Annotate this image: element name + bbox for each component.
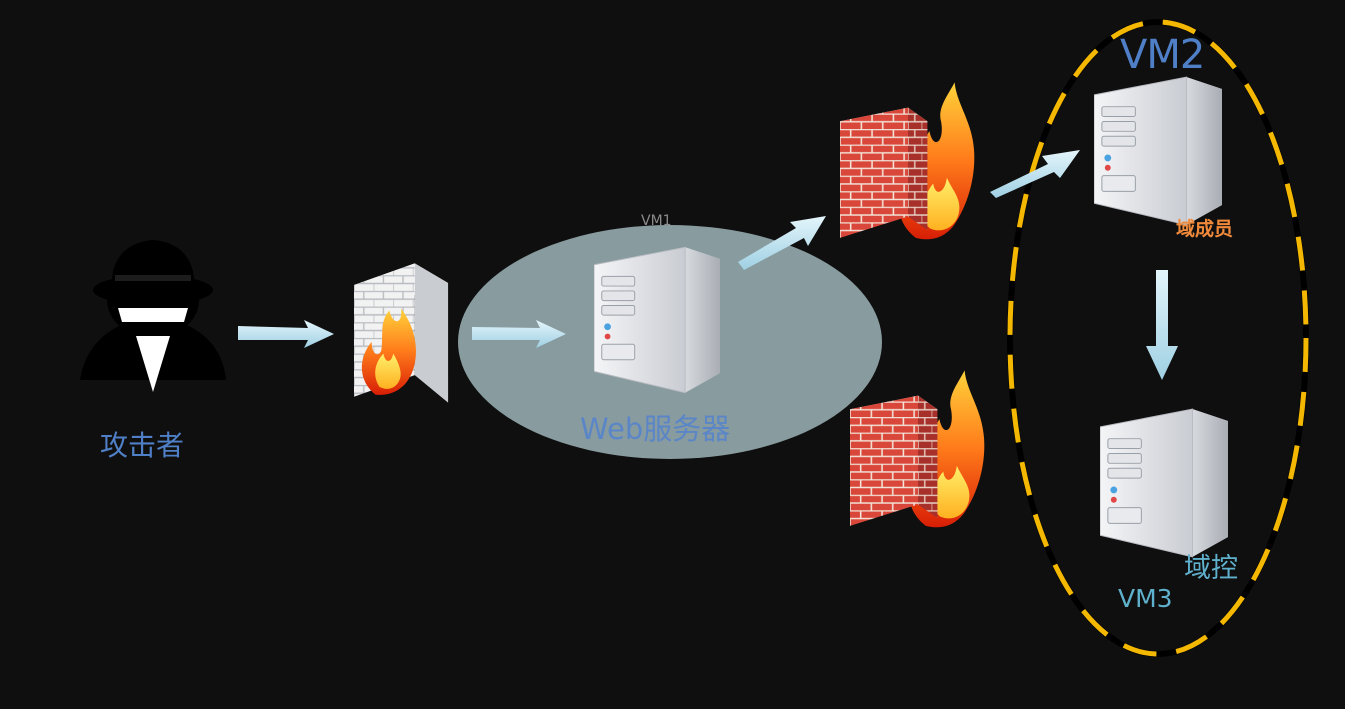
vm1-label: VM1 (641, 213, 672, 229)
server-tower-icon (1100, 408, 1228, 558)
domain-member-label: 域成员 (1176, 218, 1234, 240)
arrow-icon (1146, 270, 1178, 380)
hacker-spy-icon (80, 240, 226, 392)
vm3-label: VM3 (1118, 584, 1173, 613)
arrow-icon (238, 320, 334, 348)
arrow-icon (738, 216, 826, 270)
domain-boundary (1007, 19, 1309, 657)
vm2-label: VM2 (1120, 32, 1205, 78)
attacker-label: 攻击者 (100, 429, 185, 462)
arrow-icon (990, 150, 1080, 198)
web-server-label: Web服务器 (580, 412, 731, 446)
server-tower-icon (594, 246, 720, 394)
domain-controller-label: 域控 (1184, 553, 1238, 584)
server-tower-icon (1094, 76, 1222, 226)
firewall-icon (850, 370, 985, 528)
arrow-icon (472, 320, 566, 348)
firewall-icon (354, 263, 449, 403)
firewall-icon (840, 82, 975, 240)
